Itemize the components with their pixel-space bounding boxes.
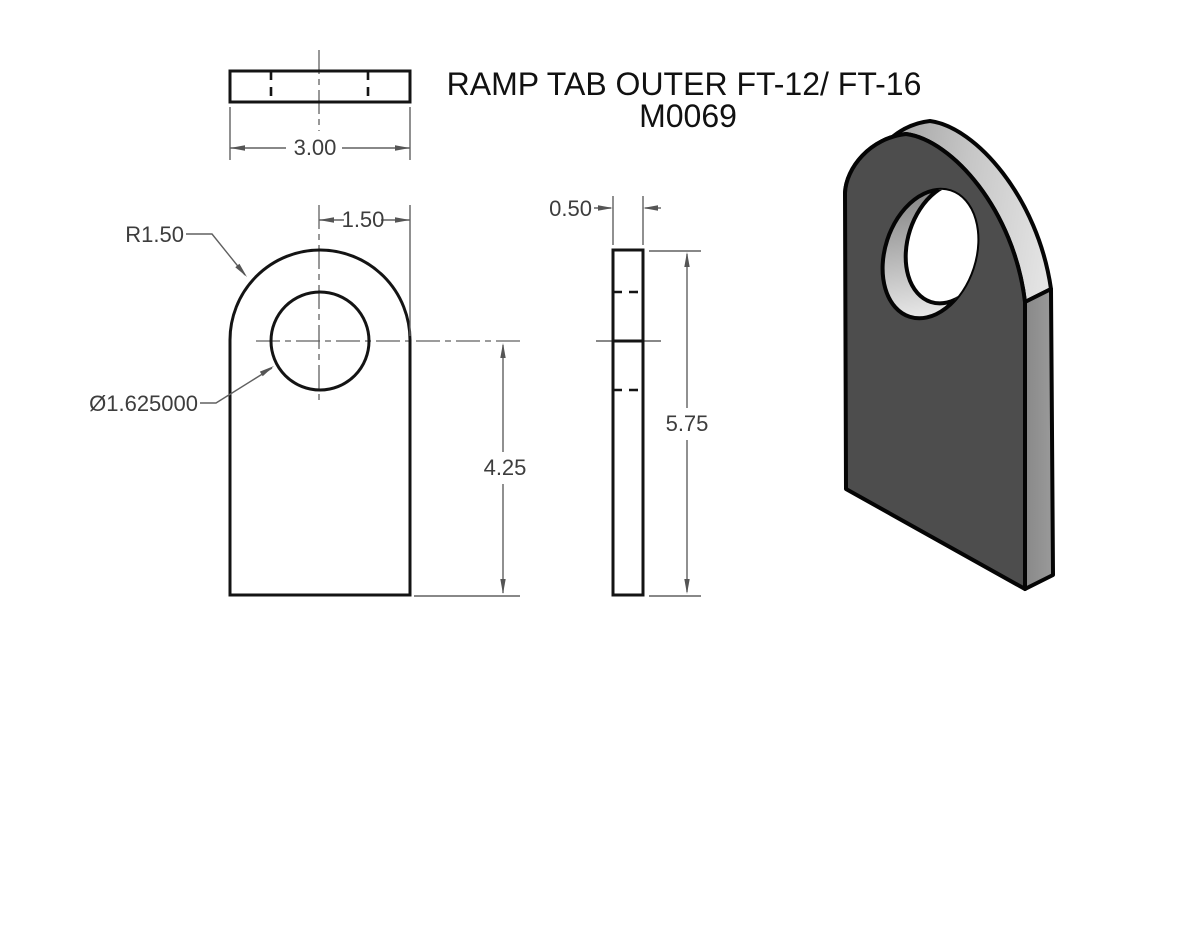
dimension-center-to-edge: 1.50 [319, 205, 411, 336]
arrowhead [500, 343, 506, 358]
part-number: M0069 [639, 98, 737, 134]
dim-text-center-to-edge: 1.50 [342, 207, 385, 232]
isometric-view [843, 119, 1055, 591]
dim-text-top-width: 3.00 [294, 135, 337, 160]
arrowhead [235, 263, 247, 277]
part-title: RAMP TAB OUTER FT-12/ FT-16 [447, 66, 922, 102]
dimension-top-width: 3.00 [229, 107, 411, 160]
side-view-outline [611, 248, 645, 597]
dimension-hole-diameter: Ø1.625000 [89, 366, 274, 416]
drawing-title: RAMP TAB OUTER FT-12/ FT-16 M0069 [447, 66, 922, 134]
dimension-body-height: 4.25 [414, 343, 527, 597]
front-view: 1.50 R1.50 Ø1.625000 4.25 [89, 205, 527, 597]
arrowhead [395, 145, 410, 151]
front-view-outline [228, 248, 412, 597]
arrowhead [259, 366, 274, 377]
iso-right-edge-strip [1023, 287, 1055, 591]
dim-text-hole-diameter: Ø1.625000 [89, 391, 198, 416]
dim-text-thickness: 0.50 [549, 196, 592, 221]
arrowhead [319, 217, 334, 223]
dim-text-corner-radius: R1.50 [125, 222, 184, 247]
dimension-thickness: 0.50 [549, 196, 661, 245]
arrowhead [598, 205, 613, 211]
front-view-hole [269, 290, 371, 392]
top-view-outline [228, 69, 412, 104]
arrowhead [230, 145, 245, 151]
dim-text-overall-height: 5.75 [666, 411, 709, 436]
arrowhead [500, 579, 506, 594]
dimension-corner-radius: R1.50 [125, 222, 247, 277]
dimension-overall-height: 5.75 [649, 250, 709, 597]
arrowhead [395, 217, 410, 223]
arrowhead [684, 579, 690, 594]
arrowhead [684, 252, 690, 267]
arrowhead [643, 205, 658, 211]
dim-text-body-height: 4.25 [484, 455, 527, 480]
top-view: 3.00 [228, 50, 412, 160]
side-view: 0.50 5.75 [549, 196, 709, 597]
